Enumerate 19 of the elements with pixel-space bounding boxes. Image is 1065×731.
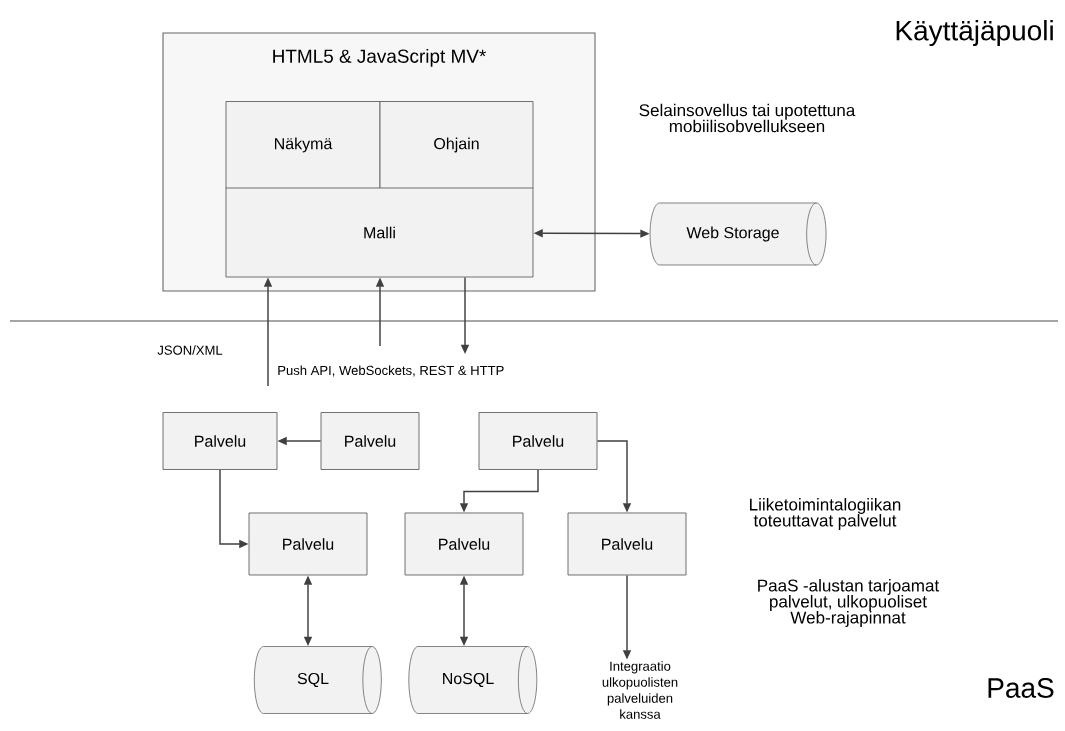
storage-cylinder: SQL	[253, 646, 382, 714]
note-text: JSON/XML	[157, 345, 223, 355]
note-text: PaaS	[988, 678, 1054, 698]
integration-note: Integraatio ulkopuolisten palveluiden kanssa	[602, 661, 678, 719]
component-box: Ohjain	[379, 101, 534, 189]
note-text: Selainsovellus tai upotettuna mobiilisobvellukseen	[639, 103, 856, 133]
component-box: Palvelu	[478, 412, 598, 470]
component-box: Palvelu	[320, 412, 420, 470]
note-text: Liiketoimintalogiikan toteuttavat palvelut	[750, 498, 901, 530]
component-box: Näkymä	[225, 101, 381, 189]
note-text: Push API, WebSockets, REST & HTTP	[278, 365, 504, 377]
storage-cylinder: NoSQL	[408, 646, 538, 714]
storage-cylinder: Web Storage	[649, 202, 827, 266]
component-box: Palvelu	[162, 412, 278, 470]
component-box: Palvelu	[567, 512, 687, 576]
note-text: PaaS -alustan tarjoamat palvelut, ulkopuoliset Web-rajapinnat	[758, 579, 940, 627]
component-box: Palvelu	[404, 512, 524, 576]
note-text: Käyttäjäpuoli	[896, 19, 1053, 47]
component-box: Palvelu	[248, 512, 368, 576]
